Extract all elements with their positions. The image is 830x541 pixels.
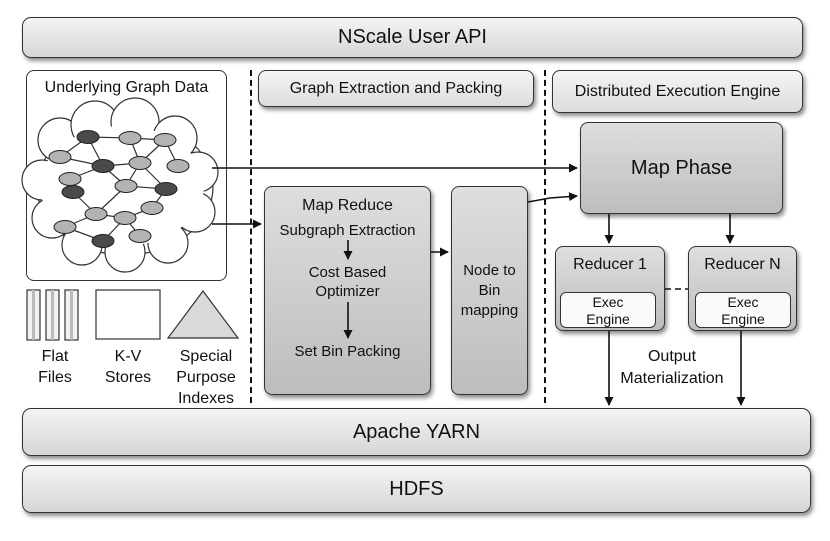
kv-store-icon <box>95 289 161 340</box>
reducer-n-label: Reducer N <box>704 256 781 273</box>
flat-files-label-2: Files <box>38 369 72 386</box>
reducer-n-exec-engine: Exec Engine <box>695 292 791 328</box>
mapping-label: mapping <box>460 302 519 319</box>
node-to-bin-box <box>451 186 528 395</box>
exec-label: Exec <box>592 294 624 310</box>
special-label-1: Special <box>179 348 233 365</box>
special-label-3: Indexes <box>177 390 235 407</box>
materialization-label: Materialization <box>620 370 724 387</box>
output-label: Output <box>647 348 697 365</box>
distributed-execution-header: Distributed Execution Engine <box>552 70 803 113</box>
map-phase-label: Map Phase <box>630 156 733 179</box>
kv-stores-label-2: Stores <box>104 369 152 386</box>
node-to-label: Node to <box>463 262 516 279</box>
graph-data-title: Underlying Graph Data <box>44 79 209 96</box>
separator-left <box>250 70 252 403</box>
special-purpose-icon <box>166 289 240 339</box>
flat-files-label-1: Flat <box>41 348 69 365</box>
apache-yarn-label: Apache YARN <box>352 420 481 443</box>
graph-extraction-header-label: Graph Extraction and Packing <box>289 79 503 97</box>
flat-files-icon <box>26 289 79 341</box>
engine-label: Engine <box>721 311 765 327</box>
map-phase-box: Map Phase <box>580 122 783 214</box>
nscale-user-api-label: NScale User API <box>338 26 487 48</box>
subgraph-extraction-label: Subgraph Extraction <box>279 222 416 239</box>
hdfs-bar: HDFS <box>22 465 811 513</box>
distributed-execution-header-label: Distributed Execution Engine <box>574 82 781 100</box>
exec-label: Exec <box>727 294 759 310</box>
flow-arrows <box>212 163 746 406</box>
separator-right <box>544 70 546 403</box>
apache-yarn-bar: Apache YARN <box>22 408 811 456</box>
special-label-2: Purpose <box>176 369 236 386</box>
bin-label: Bin <box>478 282 501 299</box>
graph-nodes <box>48 130 190 248</box>
map-reduce-box <box>264 186 431 395</box>
map-reduce-title: Map Reduce <box>302 197 393 214</box>
optimizer-label: Optimizer <box>315 283 380 300</box>
engine-label: Engine <box>586 311 630 327</box>
hdfs-label: HDFS <box>389 477 444 500</box>
set-bin-packing-label: Set Bin Packing <box>294 343 401 360</box>
kv-stores-label-1: K-V <box>114 348 142 365</box>
reducer-1-label: Reducer 1 <box>573 256 647 273</box>
cost-based-label: Cost Based <box>308 264 387 281</box>
nscale-user-api-bar: NScale User API <box>22 17 803 58</box>
graph-extraction-header: Graph Extraction and Packing <box>258 70 534 107</box>
reducer-1-exec-engine: Exec Engine <box>560 292 656 328</box>
